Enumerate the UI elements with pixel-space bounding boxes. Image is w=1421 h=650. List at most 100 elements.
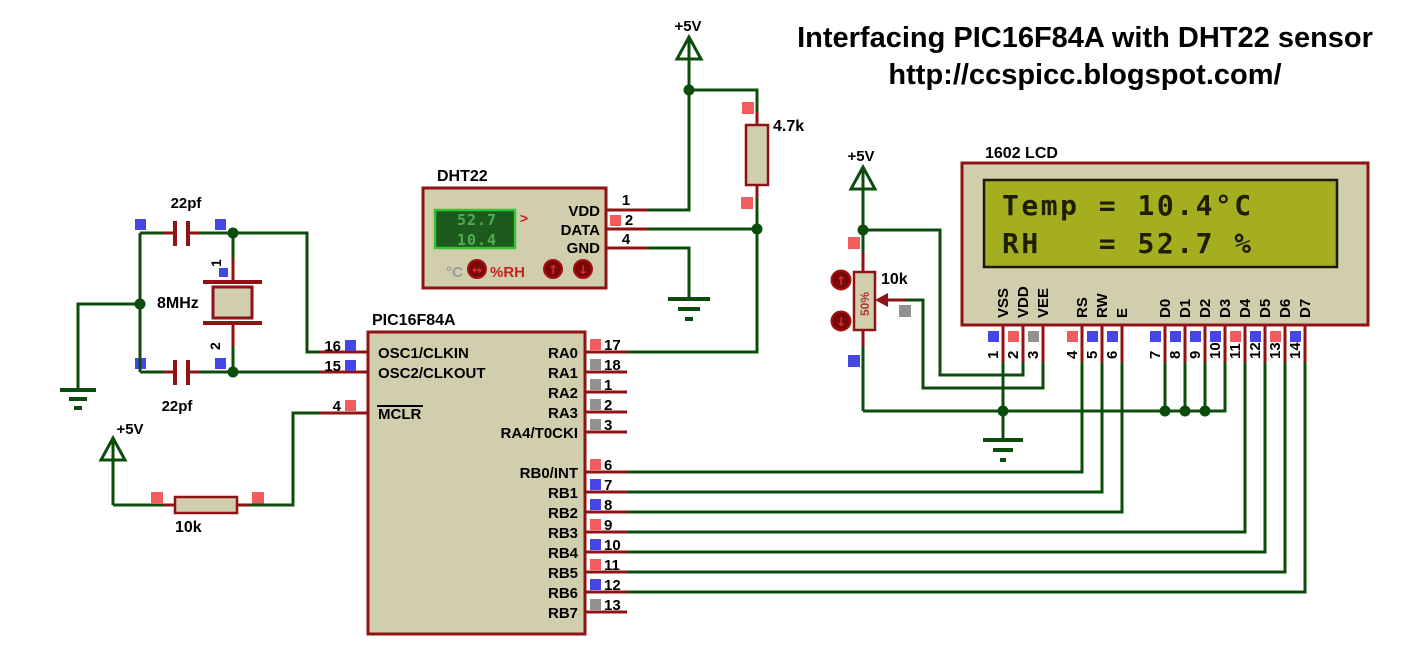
pot-increase-button[interactable]: ↑	[830, 269, 852, 291]
junction-dot	[1199, 405, 1211, 417]
logic-state-square	[1250, 331, 1261, 342]
pin-number: 2	[604, 397, 612, 414]
button-circle[interactable]	[543, 259, 563, 279]
pin-name: D7	[1297, 299, 1314, 318]
lcd-pin-d0: D0 7	[1147, 299, 1174, 363]
pin-number: 4	[333, 398, 342, 415]
wire-vdd	[647, 90, 691, 212]
wire-ground-rail	[863, 363, 1227, 413]
pin-name: VDD	[568, 203, 600, 220]
pin-name: VEE	[1035, 288, 1052, 318]
pic-pin-osc1: 16 OSC1/CLKIN	[320, 338, 469, 362]
pic-pin-rb7: 13 RB7	[548, 597, 627, 622]
logic-state-square	[590, 559, 601, 570]
pin-name: DATA	[561, 222, 601, 239]
pin-name: RA1	[548, 365, 578, 382]
ground-symbol	[668, 297, 710, 321]
mclr-resistor-label: 10k	[175, 519, 202, 536]
logic-state-square	[590, 599, 601, 610]
dht22-sensor: DHT22 52.7 10.4 > °C ↔ %RH ↑ ↓ 1 VDD 2	[421, 90, 757, 321]
pin-name: RB7	[548, 605, 578, 622]
pin-name: RA4/T0CKI	[500, 425, 578, 442]
pic-pin-rb0: 6 RB0/INT	[520, 457, 627, 482]
pic-lcd-bus	[627, 363, 1307, 594]
dht22-temperature-value: 10.4	[457, 231, 497, 249]
logic-state-square	[151, 492, 163, 504]
pot-wiper-value: 50%	[858, 292, 872, 316]
wire-osc1	[233, 231, 320, 354]
pin-number: 6	[1104, 351, 1121, 359]
pic-pin-rb5: 11 RB5	[548, 557, 627, 582]
pot-decrease-button[interactable]: ↓	[830, 310, 852, 332]
pic-pin-ra0: 17 RA0	[548, 337, 627, 362]
lcd-ground-rail	[863, 363, 1227, 462]
lcd-pin-d5: D5 12	[1247, 299, 1274, 363]
pin-number: 12	[1247, 342, 1264, 359]
ground-symbol	[983, 438, 1023, 462]
logic-state-square	[590, 359, 601, 370]
pin-name: RS	[1074, 297, 1091, 318]
logic-state-square	[1008, 331, 1019, 342]
dht22-decrease-button[interactable]: ↓	[573, 259, 593, 279]
pin-name: RA2	[548, 385, 578, 402]
dht22-mode-button[interactable]: ↔	[467, 259, 487, 279]
pic-pin-mclr: 4 MCLR	[320, 398, 423, 423]
wire-rb4-d5	[627, 363, 1267, 554]
lcd-pin-rs: RS 4	[1064, 297, 1091, 363]
pin-name: VDD	[1015, 286, 1032, 318]
logic-state-square	[345, 340, 356, 351]
pin-number: 10	[1207, 342, 1224, 359]
button-circle[interactable]	[467, 259, 487, 279]
logic-state-square	[215, 358, 226, 369]
button-circle[interactable]	[573, 259, 593, 279]
lcd-pin-rw: RW 5	[1084, 292, 1111, 363]
wire-rb1-rw	[627, 363, 1104, 494]
pin-name: OSC2/CLKOUT	[378, 365, 486, 382]
crystal-pin2-number: 2	[207, 342, 223, 350]
dht22-increase-button[interactable]: ↑	[543, 259, 563, 279]
pin-name: D6	[1277, 299, 1294, 318]
pin-number: 4	[1064, 350, 1081, 359]
button-circle[interactable]	[830, 310, 852, 332]
logic-state-square	[215, 219, 226, 230]
wire-vee-lcd	[905, 298, 1045, 390]
pin-number: 15	[324, 358, 341, 375]
logic-state-square	[590, 519, 601, 530]
logic-state-square	[590, 339, 601, 350]
data-pullup-circuit: +5V 4.7k	[627, 18, 804, 354]
power-flag-dht: +5V	[674, 18, 704, 90]
logic-state-square	[1170, 331, 1181, 342]
pin-number: 2	[625, 212, 633, 229]
logic-state-square	[848, 355, 860, 367]
pin-number: 14	[1287, 342, 1304, 359]
pin-name: MCLR	[378, 406, 421, 423]
logic-state-square	[1290, 331, 1301, 342]
logic-state-square	[1230, 331, 1241, 342]
ground-symbol	[60, 388, 96, 410]
data-resistor-label: 4.7k	[773, 118, 804, 135]
pin-name: RB1	[548, 485, 578, 502]
pin-name: RB4	[548, 545, 579, 562]
crystal-label: 8MHz	[157, 295, 199, 312]
pin-name: E	[1114, 308, 1131, 318]
logic-state-square	[219, 268, 228, 277]
pin-number: 1	[622, 192, 630, 209]
power-label: +5V	[116, 421, 143, 438]
pic-pin-rb1: 7 RB1	[548, 477, 627, 502]
pin-number: 12	[604, 577, 621, 594]
lcd-pin-e: E 6	[1104, 308, 1131, 363]
logic-state-square	[848, 237, 860, 249]
resistor-body	[744, 123, 770, 187]
logic-state-square	[345, 360, 356, 371]
logic-state-square	[741, 197, 753, 209]
pin-number: 3	[604, 417, 612, 434]
button-circle[interactable]	[830, 269, 852, 291]
lcd-screen	[982, 178, 1339, 269]
pin-name: RA3	[548, 405, 578, 422]
pin-number: 10	[604, 537, 621, 554]
pin-name: RB3	[548, 525, 578, 542]
junction-dot	[997, 405, 1009, 417]
logic-state-square	[590, 379, 601, 390]
power-label: +5V	[674, 18, 701, 35]
